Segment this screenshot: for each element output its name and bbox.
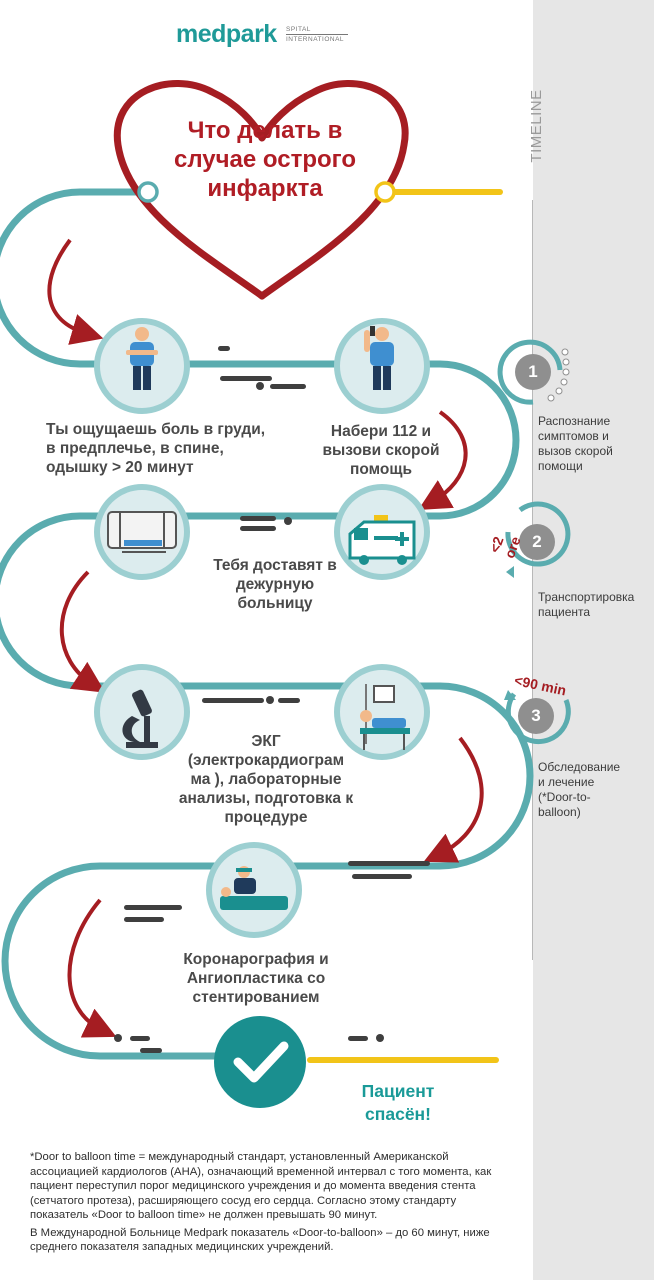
logo-rule <box>286 34 348 35</box>
final-text: Пациент спасён! <box>361 1081 435 1124</box>
stage-3-number: 3 <box>531 706 541 725</box>
final-check-circle <box>214 1016 306 1108</box>
step-circles <box>94 318 430 938</box>
person-chest-pain-icon <box>126 327 158 390</box>
medpark-logo: medpark <box>176 20 277 48</box>
red-arrows <box>47 238 484 1038</box>
decor-dashes <box>114 346 430 1053</box>
ambulance-interior-icon <box>107 511 177 553</box>
stage-2-number: 2 <box>532 532 542 551</box>
stage-1-text: Распознание симптомов и вызов скорой пом… <box>538 414 613 473</box>
microscope-icon <box>122 689 158 748</box>
stage-3-badge <box>504 690 571 745</box>
step-1-text: Ты ощущаешь боль в груди, в предплечье, … <box>46 421 266 476</box>
step-5-text: Коронарография и Ангиопластика со стенти… <box>183 951 329 1006</box>
stage-1-badge <box>497 339 570 405</box>
timeline-sidebar <box>533 0 654 1280</box>
heart-shape <box>113 80 409 300</box>
heart-node-right <box>374 181 396 203</box>
logo-subtitle-2: INTERNATIONAL <box>286 36 345 43</box>
surgery-icon <box>220 866 288 910</box>
heart-node-left <box>137 181 159 203</box>
step-2-text: Набери 112 и вызови скорой помощь <box>322 423 440 478</box>
footnote: *Door to balloon time = международный ст… <box>30 1150 500 1258</box>
yellow-path <box>307 189 503 1063</box>
person-phone-icon <box>364 326 394 390</box>
footnote-paragraph-1: *Door to balloon time = международный ст… <box>30 1151 492 1221</box>
stage-3-text: Обследование и лечение (*Door-to-balloon… <box>538 760 621 819</box>
footnote-paragraph-2: В Международной Больнице Medpark показат… <box>30 1226 490 1254</box>
stage-1-number: 1 <box>528 362 538 381</box>
page-title: Что делать в случае острого инфаркта <box>173 117 357 202</box>
stage-2-badge <box>505 501 571 578</box>
stage-2-text: Транспортировка пациента <box>538 590 635 619</box>
step-4-text: ЭКГ (электрокардиограм ма ), лабораторны… <box>178 733 354 826</box>
teal-path <box>0 188 534 1060</box>
timeline-divider <box>532 200 533 960</box>
hospital-bed-icon <box>360 684 410 750</box>
ambulance-icon <box>348 515 416 565</box>
step-3-text: Тебя доставят в дежурную больницу <box>213 557 337 612</box>
checkmark-icon <box>233 1041 289 1083</box>
logo-subtitle: SPITAL <box>286 26 311 33</box>
